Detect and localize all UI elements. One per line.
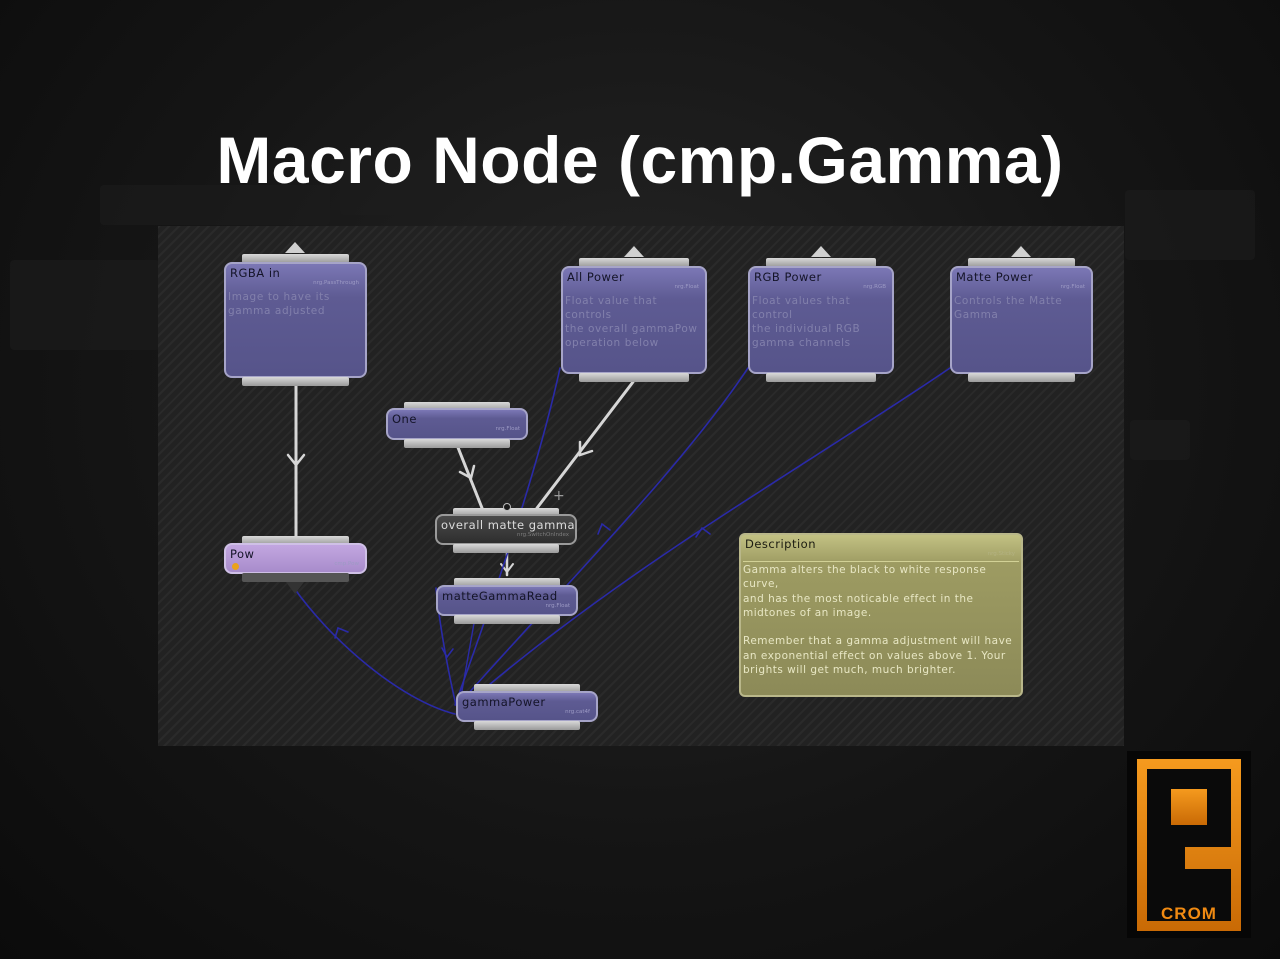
crom-logo-mark [1137,759,1241,931]
node-type: nrg.Float [1060,284,1085,290]
node-type: nrg.Float [495,426,520,432]
node-header-bar [242,254,349,263]
plus-icon[interactable]: + [553,488,565,504]
node-footer-bar [454,615,560,624]
node-name: RGBA in [230,266,281,280]
sticky-text: Gamma alters the black to white response… [743,564,1013,677]
crom-logo-text: CROM [1161,904,1217,923]
node-type: nrg.PassThrough [313,280,359,286]
output-port-icon[interactable] [1011,246,1031,257]
output-port-icon[interactable] [285,242,305,253]
node-footer-bar [453,544,559,553]
node-footer-bar [766,373,876,382]
sticky-type: nrg.Sticky [987,551,1015,557]
crom-logo: CROM [1127,751,1251,938]
node-footer-bar [474,721,580,730]
node-name: RGB Power [754,270,822,284]
node-pow[interactable]: Pow cmp.Pow [224,536,367,594]
node-header-bar [242,536,349,545]
node-type: nrg.Float [674,284,699,290]
node-matte-gamma-read[interactable]: matteGammaRead nrg.Float [436,578,578,624]
node-matte-power[interactable]: Matte Power nrg.Float Controls the Matte… [950,246,1093,382]
node-header-bar [453,508,559,517]
node-body: gammaPower nrg.cat4f [456,691,598,722]
node-body: Pow cmp.Pow [224,543,367,574]
sticky-divider [743,561,1019,562]
node-rgba-in[interactable]: RGBA in nrg.PassThrough Image to have it… [224,242,367,386]
output-port-icon[interactable] [624,246,644,257]
node-body: All Power nrg.Float Float value that con… [561,266,707,374]
node-header-bar [454,578,560,587]
node-one[interactable]: One nrg.Float [386,402,528,448]
node-header-bar [404,402,510,411]
node-body: RGB Power nrg.RGB Float values that cont… [748,266,894,374]
node-header-bar [766,258,876,267]
node-type: cmp.Pow [334,561,359,567]
node-footer-bar [242,573,349,582]
background-panel [1125,190,1255,260]
node-name: gammaPower [462,695,546,709]
input-port-dot-icon[interactable] [503,503,511,511]
node-name: Pow [230,547,255,561]
node-all-power[interactable]: All Power nrg.Float Float value that con… [561,246,707,382]
node-name: overall matte gamma [441,518,576,532]
node-name: One [392,412,417,426]
node-name: All Power [567,270,625,284]
node-footer-bar [968,373,1075,382]
background-panel [100,185,330,225]
node-name: matteGammaRead [442,589,558,603]
node-header-bar [968,258,1075,267]
background-panel [340,160,470,215]
node-overall-matte-gamma[interactable]: overall matte gamma nrg.SwitchOnIndex + [435,488,577,553]
warning-dot-icon [232,563,239,570]
background-panel [10,260,160,350]
node-body: One nrg.Float [386,408,528,440]
node-gamma-power[interactable]: gammaPower nrg.cat4f [456,684,598,730]
node-header-bar [474,684,580,693]
node-type: nrg.cat4f [565,709,590,715]
sticky-body: Description nrg.Sticky Gamma alters the … [739,533,1023,697]
node-description: Float values that control the individual… [752,295,861,349]
node-footer-bar [579,373,689,382]
background-panel [1130,420,1190,460]
node-body: matteGammaRead nrg.Float [436,585,578,616]
slide-title: Macro Node (cmp.Gamma) [216,123,1064,198]
sticky-note-description[interactable]: Description nrg.Sticky Gamma alters the … [739,533,1023,697]
node-name: Matte Power [956,270,1033,284]
output-port-icon[interactable] [811,246,831,257]
node-body: overall matte gamma nrg.SwitchOnIndex [435,514,577,545]
node-footer-bar [242,377,349,386]
node-body: Matte Power nrg.Float Controls the Matte… [950,266,1093,374]
node-footer-bar [404,439,510,448]
node-type: nrg.Float [545,603,570,609]
sticky-title: Description [745,537,816,551]
node-type: nrg.SwitchOnIndex [516,532,569,538]
node-rgb-power[interactable]: RGB Power nrg.RGB Float values that cont… [748,246,894,382]
node-body: RGBA in nrg.PassThrough Image to have it… [224,262,367,378]
node-description: Float value that controls the overall ga… [565,295,698,349]
node-description: Image to have its gamma adjusted [228,291,330,317]
input-port-icon[interactable] [286,582,304,594]
node-description: Controls the Matte Gamma [954,295,1063,321]
node-type: nrg.RGB [863,284,886,290]
node-header-bar [579,258,689,267]
